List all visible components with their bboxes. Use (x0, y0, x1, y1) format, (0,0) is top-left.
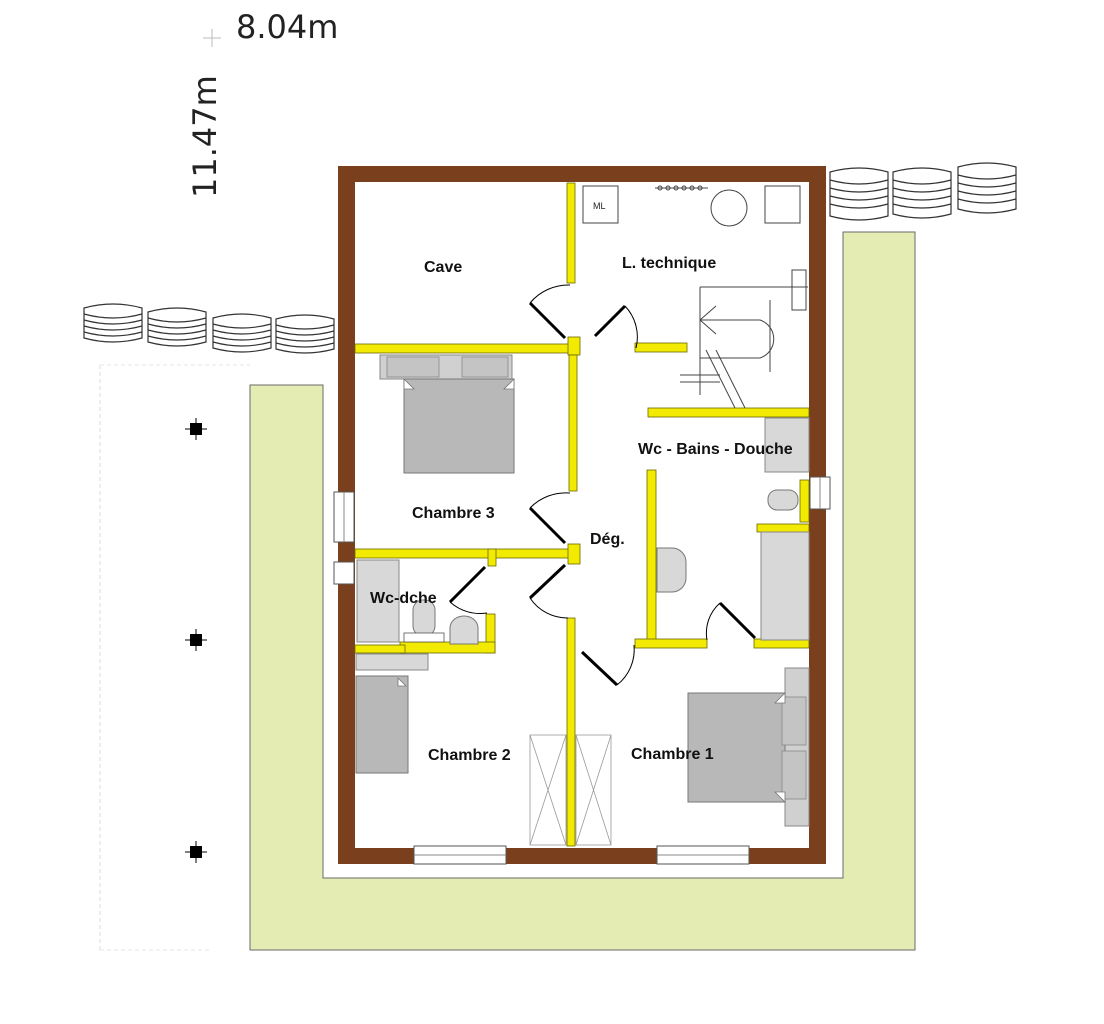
room-label-chambre-2: Chambre 2 (428, 747, 511, 764)
water-heater (710, 189, 748, 227)
room-label-deg: Dég. (590, 531, 625, 548)
origin-crosshair-icon (203, 29, 221, 47)
room-label-bains: Wc - Bains - Douche (638, 441, 793, 458)
height-dimension-label: 11.47m (186, 75, 224, 198)
wardrobe-chambre-2 (529, 734, 567, 846)
room-label-wc: Wc-dche (370, 590, 437, 607)
window-bottom-left (413, 845, 507, 865)
interior-walls (354, 182, 810, 847)
room-label-technique: L. technique (622, 255, 716, 272)
room-label-chambre-3: Chambre 3 (412, 505, 495, 522)
washing-machine: ML (582, 185, 619, 224)
wardrobe-chambre-1 (575, 734, 612, 846)
svg-text:ML: ML (593, 201, 606, 211)
wc-dche-fixtures (356, 559, 479, 645)
staircase (680, 269, 808, 409)
survey-marker-icon (185, 629, 207, 651)
window-left-upper (333, 491, 355, 543)
bed-chambre-3 (379, 354, 515, 474)
width-dimension-label: 8.04m (236, 8, 338, 46)
bed-chambre-1 (687, 667, 810, 827)
window-left-lower (333, 561, 355, 585)
doors (448, 284, 757, 687)
boiler (764, 185, 801, 224)
terrace (249, 231, 916, 951)
room-label-cave: Cave (424, 259, 462, 276)
bathroom-fixtures (656, 417, 810, 641)
lounger-icon (83, 162, 1017, 354)
bed-chambre-2 (355, 653, 429, 774)
survey-marker-icon (185, 841, 207, 863)
window-bottom-right (656, 845, 750, 865)
window-right (809, 476, 831, 510)
heating-manifold (655, 185, 708, 191)
room-label-chambre-1: Chambre 1 (631, 746, 714, 763)
survey-marker-icon (185, 418, 207, 440)
